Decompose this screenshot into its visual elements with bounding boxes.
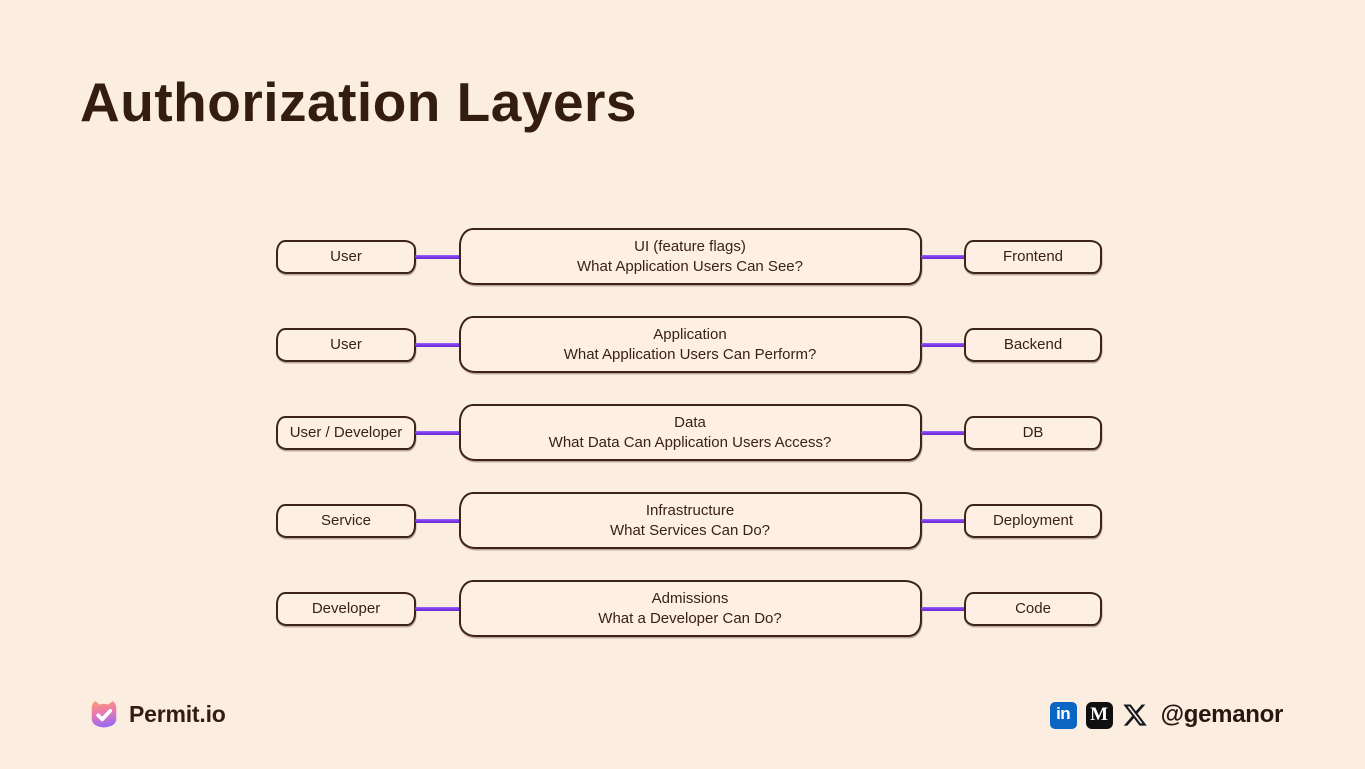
layer-question: What a Developer Can Do? xyxy=(598,610,782,627)
medium-glyph: M xyxy=(1090,704,1109,725)
authorization-layers-diagram: User UI (feature flags) What Application… xyxy=(276,228,1102,637)
layer-box: Infrastructure What Services Can Do? xyxy=(458,492,922,549)
x-twitter-icon xyxy=(1122,704,1147,726)
connector-line xyxy=(920,430,965,435)
diagram-row: User / Developer Data What Data Can Appl… xyxy=(276,404,1102,461)
social-links: in M @gemanor xyxy=(1049,701,1284,729)
actor-label: User / Developer xyxy=(289,424,403,441)
layer-box: Application What Application Users Can P… xyxy=(458,316,922,373)
actor-box: Service xyxy=(276,503,416,538)
linkedin-glyph: in xyxy=(1056,704,1071,723)
target-box: Frontend xyxy=(964,239,1102,274)
connector-line xyxy=(415,342,460,347)
layer-title: Infrastructure xyxy=(645,502,735,519)
target-label: Frontend xyxy=(1002,248,1064,265)
diagram-row: Service Infrastructure What Services Can… xyxy=(276,492,1102,549)
layer-question: What Services Can Do? xyxy=(609,522,771,539)
connector-line xyxy=(415,518,460,523)
layer-box: UI (feature flags) What Application User… xyxy=(458,228,922,285)
medium-icon: M xyxy=(1085,701,1113,729)
connector-line xyxy=(415,254,460,259)
layer-box: Data What Data Can Application Users Acc… xyxy=(458,404,922,461)
connector-line xyxy=(415,606,460,611)
actor-box: Developer xyxy=(276,591,416,626)
diagram-row: User Application What Application Users … xyxy=(276,316,1102,373)
connector-line xyxy=(920,518,965,523)
page-title: Authorization Layers xyxy=(80,71,638,133)
layer-question: What Application Users Can Perform? xyxy=(563,346,817,363)
permit-io-brand: Permit.io xyxy=(88,698,226,730)
target-label: Backend xyxy=(1003,336,1063,353)
layer-title: Admissions xyxy=(651,590,729,607)
actor-label: User xyxy=(330,248,362,265)
layer-question: What Data Can Application Users Access? xyxy=(548,434,832,451)
actor-box: User xyxy=(276,239,416,274)
connector-line xyxy=(920,342,965,347)
actor-box: User / Developer xyxy=(276,415,416,450)
target-box: Deployment xyxy=(964,503,1102,538)
connector-line xyxy=(920,254,965,259)
target-box: DB xyxy=(964,415,1102,450)
slide-footer: Permit.io in M @gemanor xyxy=(0,689,1365,769)
layer-question: What Application Users Can See? xyxy=(577,258,803,275)
target-box: Backend xyxy=(964,327,1102,362)
actor-box: User xyxy=(276,327,416,362)
actor-label: Developer xyxy=(311,600,381,617)
target-box: Code xyxy=(964,591,1102,626)
layer-title: Data xyxy=(674,414,706,431)
target-label: Code xyxy=(1015,600,1051,617)
connector-line xyxy=(415,430,460,435)
target-label: Deployment xyxy=(992,512,1074,529)
actor-label: Service xyxy=(320,512,372,529)
diagram-row: Developer Admissions What a Developer Ca… xyxy=(276,580,1102,637)
linkedin-icon: in xyxy=(1049,701,1077,729)
layer-title: Application xyxy=(653,326,727,343)
connector-line xyxy=(920,606,965,611)
social-handle: @gemanor xyxy=(1160,701,1284,728)
diagram-row: User UI (feature flags) What Application… xyxy=(276,228,1102,285)
layer-box: Admissions What a Developer Can Do? xyxy=(458,580,922,637)
brand-name: Permit.io xyxy=(129,700,226,727)
layer-title: UI (feature flags) xyxy=(634,238,746,255)
permit-logo-icon xyxy=(91,700,117,728)
target-label: DB xyxy=(1022,424,1044,441)
actor-label: User xyxy=(330,336,362,353)
